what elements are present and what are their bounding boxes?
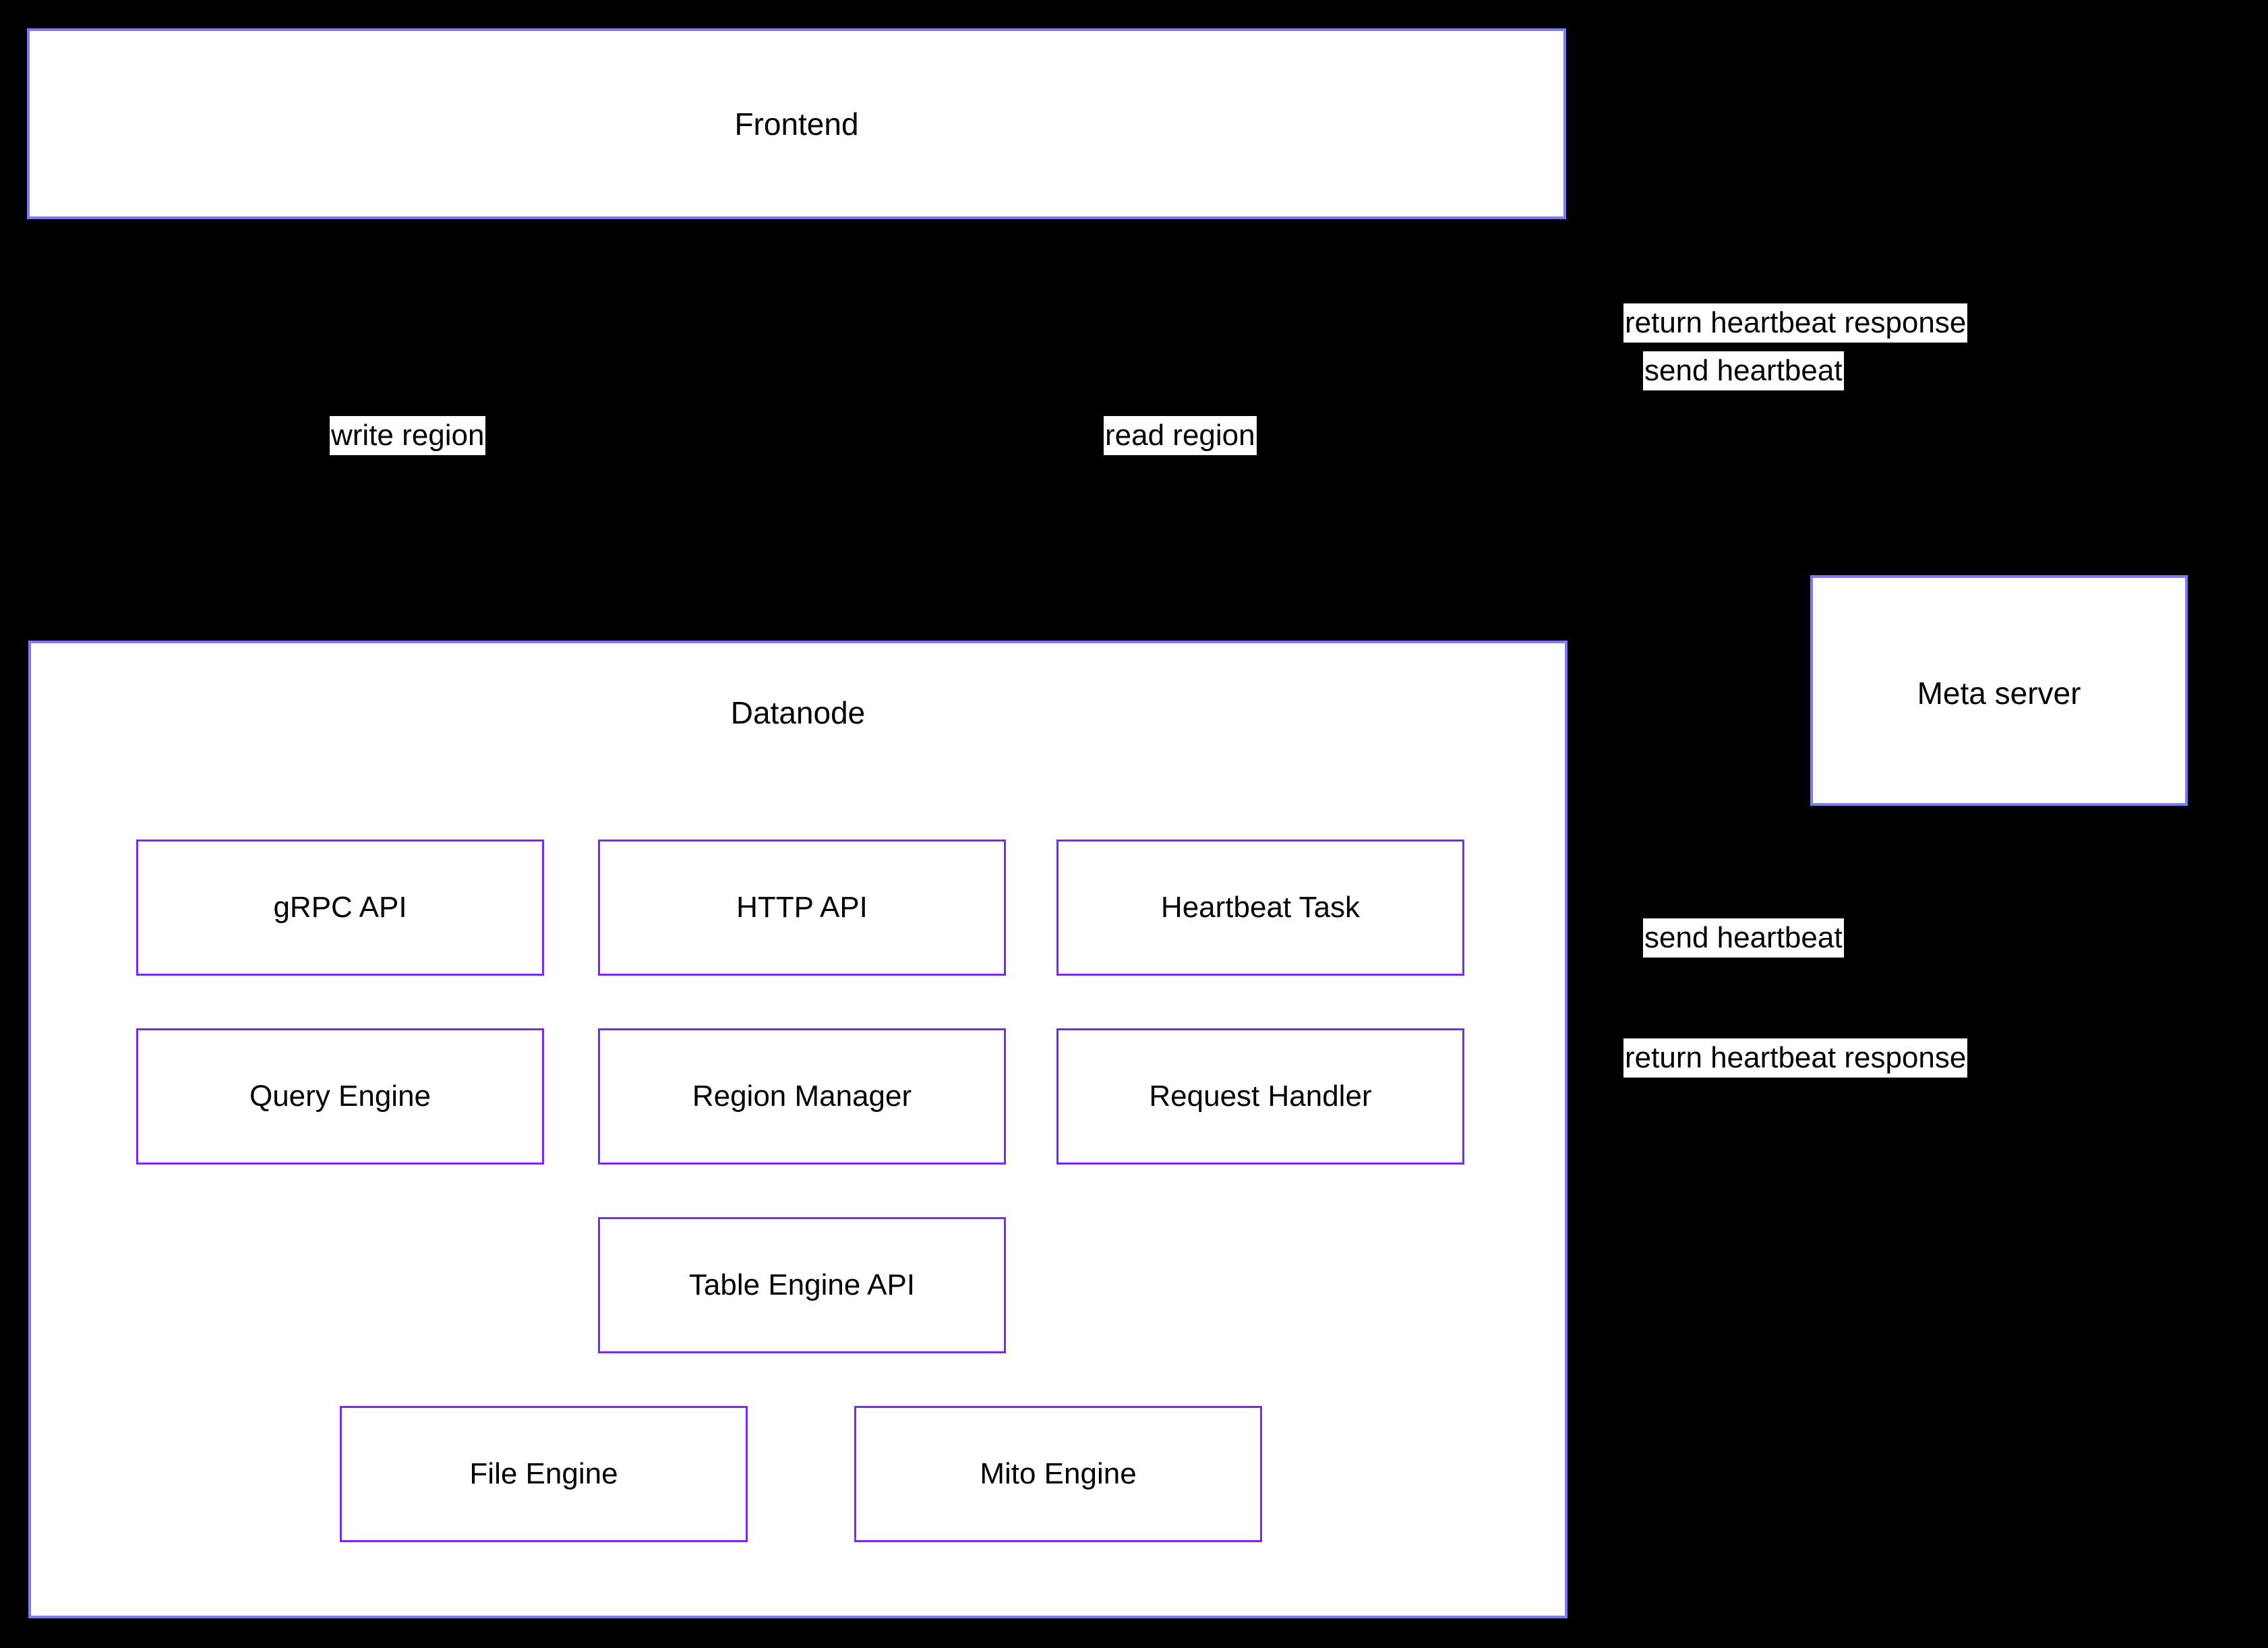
- component-label: Mito Engine: [980, 1456, 1137, 1490]
- datanode-label: Datanode: [730, 695, 866, 730]
- component-label: File Engine: [469, 1456, 618, 1490]
- component-label: Heartbeat Task: [1160, 890, 1361, 924]
- edge-label-write-region: write region: [330, 416, 486, 456]
- component-label: Request Handler: [1149, 1079, 1372, 1113]
- edge-label-datanode-return-heartbeat: return heartbeat response: [1623, 1038, 1968, 1078]
- component-label: Region Manager: [692, 1079, 912, 1113]
- component-label: gRPC API: [273, 890, 407, 924]
- component-label: HTTP API: [736, 890, 868, 924]
- component-mito-engine[interactable]: Mito Engine: [854, 1406, 1262, 1542]
- edge-label-frontend-return-heartbeat: return heartbeat response: [1623, 303, 1968, 343]
- edge-datanode-send-heartbeat: [1564, 806, 1754, 1142]
- component-table-engine-api[interactable]: Table Engine API: [598, 1217, 1006, 1353]
- component-label: Table Engine API: [688, 1268, 916, 1301]
- component-request-handler[interactable]: Request Handler: [1056, 1028, 1464, 1165]
- edge-label-frontend-send-heartbeat: send heartbeat: [1643, 351, 1844, 391]
- edge-label-read-region: read region: [1104, 416, 1257, 456]
- meta-server-node[interactable]: Meta server: [1810, 575, 2188, 806]
- component-grpc-api[interactable]: gRPC API: [136, 840, 544, 976]
- component-label: Query Engine: [249, 1079, 431, 1113]
- frontend-node[interactable]: Frontend: [27, 28, 1566, 219]
- edge-label-datanode-send-heartbeat: send heartbeat: [1643, 918, 1844, 958]
- component-http-api[interactable]: HTTP API: [598, 840, 1006, 976]
- component-file-engine[interactable]: File Engine: [340, 1406, 748, 1542]
- component-query-engine[interactable]: Query Engine: [136, 1028, 544, 1165]
- component-heartbeat-task[interactable]: Heartbeat Task: [1056, 840, 1464, 976]
- component-region-manager[interactable]: Region Manager: [598, 1028, 1006, 1165]
- frontend-label: Frontend: [734, 107, 859, 142]
- meta-server-label: Meta server: [1917, 676, 2081, 711]
- datanode-node[interactable]: Datanode gRPC API HTTP API Heartbeat Tas…: [28, 641, 1568, 1618]
